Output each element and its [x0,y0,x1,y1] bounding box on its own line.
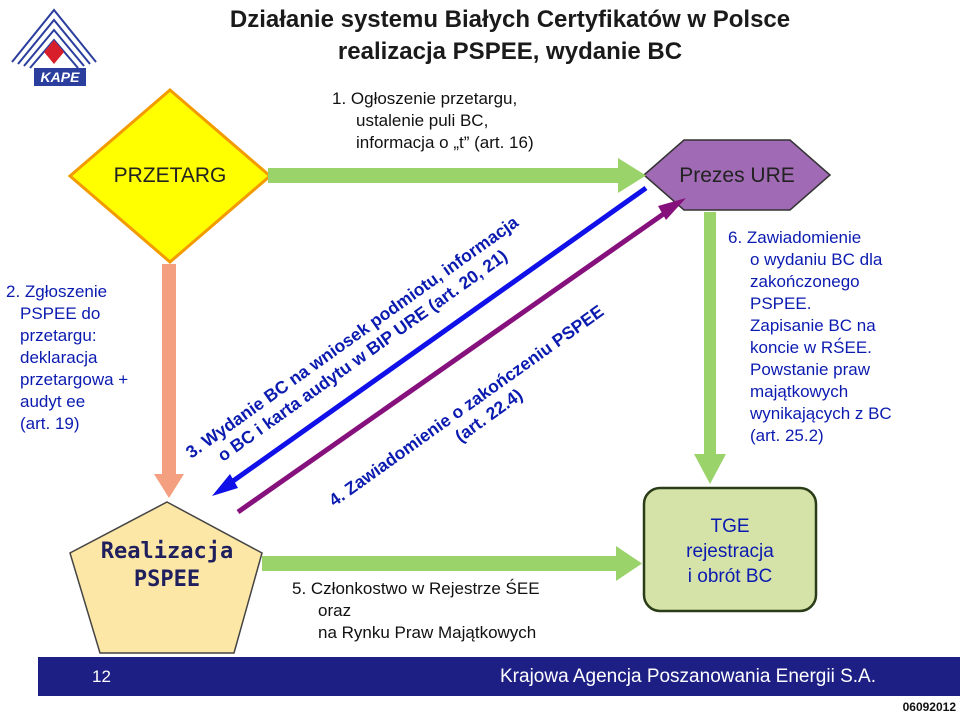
arrow-przetarg-realizacja [154,264,184,498]
tge-shape [642,486,818,613]
step2-line-6: audyt ee [20,392,86,411]
arrow-step6 [694,212,726,484]
realizacja-label-line-2: PSPEE [133,567,201,592]
logo-stripes [11,8,97,69]
arrow-step5 [262,546,642,581]
document-code: 06092012 [902,700,956,714]
step6-line-5: Zapisanie BC na [750,316,876,335]
step6-line-9: wynikających z BC [750,404,892,423]
page-title: Działanie systemu Białych Certyfikatów w… [140,4,880,68]
przetarg-shape [67,88,273,264]
realizacja-label: Realizacja PSPEE [90,538,244,594]
step1-text: 1. Ogłoszenie przetargu, ustalenie puli … [332,88,534,154]
step6-line-7: Powstanie praw [750,360,871,379]
logo-text: KAPE [41,69,81,85]
step2-line-7: (art. 19) [20,414,80,433]
prezes-ure-label: Prezes URE [679,164,795,187]
step1-line-3: informacja o „t” (art. 16) [356,133,534,152]
step2-text: 2. Zgłoszenie PSPEE do przetargu: deklar… [6,281,128,435]
step2-line-5: przetargowa + [20,370,129,389]
tge-label: TGE rejestracja i obrót BC [644,514,816,589]
step6-line-8: majątkowych [750,382,849,401]
footer-bar [38,657,960,696]
logo-diamond [44,40,64,64]
step6-text: 6. Zawiadomienie o wydaniu BC dla zakońc… [728,227,892,447]
step5-line-2: oraz [318,601,352,620]
step5-line-1: 5. Członkostwo w Rejestrze ŚEE [292,579,540,598]
step2-line-2: PSPEE do [20,304,101,323]
footer-organization: Krajowa Agencja Poszanowania Energii S.A… [500,666,877,687]
tge-label-line-2: rejestracja [686,541,774,562]
arrow-step3 [212,185,648,496]
realizacja-shape [69,501,263,654]
page-number: 12 [92,667,111,686]
arrow-step1 [268,158,646,193]
step2-line-4: deklaracja [20,348,98,367]
step2-line-1: 2. Zgłoszenie [6,282,108,301]
tge-label-line-1: TGE [710,516,750,537]
tge-label-line-3: i obrót BC [687,566,773,587]
step6-line-10: (art. 25.2) [750,426,824,445]
step2-line-3: przetargu: [20,326,97,345]
step6-line-1: 6. Zawiadomienie [728,228,862,247]
step6-line-3: zakończonego [750,272,860,291]
step1-line-1: 1. Ogłoszenie przetargu, [332,89,518,108]
przetarg-label: PRZETARG [113,164,227,187]
kape-logo: KAPE [11,8,97,86]
step5-text: 5. Członkostwo w Rejestrze ŚEE oraz na R… [292,578,540,644]
step6-line-2: o wydaniu BC dla [750,250,883,269]
step6-line-4: PSPEE. [750,294,812,313]
title-line-1: Działanie systemu Białych Certyfikatów w… [229,6,791,33]
title-line-2: realizacja PSPEE, wydanie BC [337,38,683,65]
realizacja-label-line-1: Realizacja [100,539,234,564]
arrow-step4 [236,198,686,515]
step5-line-3: na Rynku Praw Majątkowych [318,623,537,642]
step6-line-6: koncie w RŚEE. [750,338,872,357]
prezes-ure-shape [642,139,832,211]
logo-plate [34,68,86,86]
step1-line-2: ustalenie puli BC, [356,111,489,130]
